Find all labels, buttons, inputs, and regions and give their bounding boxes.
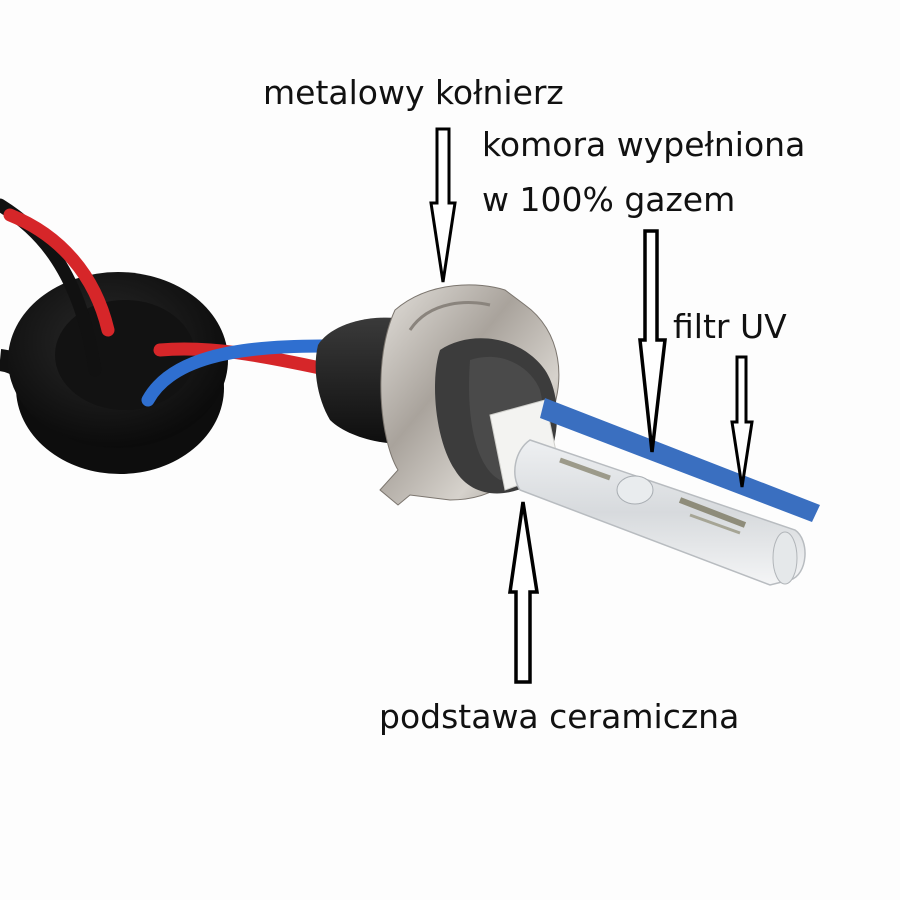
uv-filter-strip [540,398,820,522]
label-ceramic-base: podstawa ceramiczna [379,697,740,736]
arrow-down-chamber-icon [638,229,667,453]
arrow-down-uv-filter-icon [730,355,754,488]
label-gas-chamber-line2: w 100% gazem [482,180,736,219]
label-gas-chamber-line1: komora wypełniona [482,125,806,164]
glass-capsule [514,439,806,586]
arrow-down-flange-icon [429,127,457,283]
wires [0,198,337,407]
label-metal-flange: metalowy kołnierz [263,73,564,112]
label-uv-filter: filtr UV [673,307,787,346]
arrow-up-ceramic-base-icon [507,501,540,684]
rubber-grommet [8,272,228,474]
